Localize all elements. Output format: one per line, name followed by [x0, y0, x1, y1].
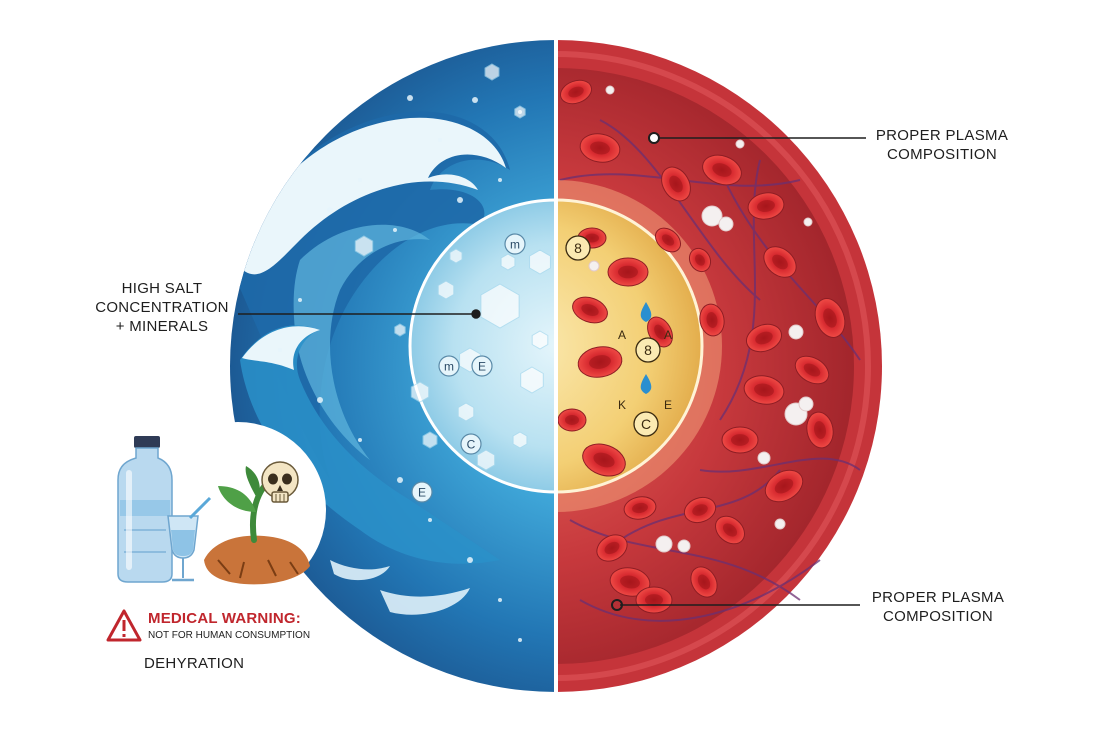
white-blood-cell [758, 452, 770, 464]
sea-bubble [467, 557, 473, 563]
blood-symbol: C [641, 416, 651, 432]
red-blood-cell [636, 587, 672, 613]
sea-bubble [438, 138, 442, 142]
salt-label: HIGH SALT CONCENTRATION + MINERALS [92, 279, 232, 336]
sea-bubble [518, 638, 522, 642]
salt-crystal [438, 281, 454, 299]
sea-bubble [428, 518, 432, 522]
sea-symbol: C [467, 438, 476, 452]
salt-crystal [501, 254, 515, 270]
red-blood-cell-center [618, 266, 638, 279]
red-blood-cell-center [645, 594, 663, 606]
sea-bubble [358, 178, 362, 182]
plasma-label-line: PROPER PLASMA [866, 588, 1010, 607]
plasma-top-dot [649, 133, 659, 143]
white-blood-cell [719, 217, 733, 231]
white-blood-cell [775, 519, 785, 529]
dehydration-label: DEHYRATION [144, 654, 244, 673]
sea-symbol: E [478, 360, 486, 374]
sea-bubble [498, 178, 502, 182]
salt-crystal [458, 403, 474, 421]
white-blood-cell [589, 261, 599, 271]
salt-crystal [485, 64, 499, 80]
water-bottle-icon [118, 436, 172, 582]
sea-bubble [407, 95, 413, 101]
warning-subtitle: NOT FOR HUMAN CONSUMPTION [148, 630, 310, 641]
salt-crystal [477, 450, 494, 470]
salt-crystal [395, 324, 405, 336]
sea-bubble [232, 206, 240, 214]
sea-bubble [498, 598, 502, 602]
plasma-label-line: PROPER PLASMA [872, 126, 1012, 145]
red-blood-cell-center [731, 434, 749, 446]
warning-triangle-icon [106, 609, 142, 643]
sea-bubble [278, 348, 282, 352]
salt-crystal [411, 382, 428, 402]
blood-symbol: A [664, 328, 672, 342]
sea-bubble [397, 477, 403, 483]
sea-bubble [393, 228, 397, 232]
dehydration-inset [118, 422, 326, 598]
white-blood-cell [678, 540, 690, 552]
blood-symbol: K [618, 398, 626, 412]
salt-crystal [450, 249, 462, 263]
plasma-label-line: COMPOSITION [866, 607, 1010, 626]
white-blood-cell [656, 536, 672, 552]
sea-bubble [327, 207, 333, 213]
white-blood-cell [606, 86, 614, 94]
salt-label-line: CONCENTRATION [92, 298, 232, 317]
plasma-label-line: COMPOSITION [872, 145, 1012, 164]
blood-symbol: 8 [644, 342, 652, 358]
sea-symbol: E [418, 486, 426, 500]
red-blood-cell [558, 409, 586, 431]
white-blood-cell [799, 397, 813, 411]
blood-symbol: E [664, 398, 672, 412]
salt-leader-dot [472, 310, 480, 318]
salt-label-line: + MINERALS [92, 317, 232, 336]
white-blood-cell [789, 325, 803, 339]
sea-bubble [358, 438, 362, 442]
salt-crystal [515, 106, 525, 118]
warning-title: MEDICAL WARNING: [148, 610, 301, 627]
salt-crystal [532, 331, 548, 349]
salt-crystal [423, 432, 437, 448]
sea-bubble [457, 197, 463, 203]
sea-symbol: m [510, 238, 520, 252]
sea-symbol: m [444, 360, 454, 374]
salt-crystal [513, 432, 527, 448]
sea-bubble [472, 97, 478, 103]
plasma-label-bottom: PROPER PLASMA COMPOSITION [866, 588, 1010, 626]
sea-bubble [298, 298, 302, 302]
white-blood-cell [804, 218, 812, 226]
sea-bubble [317, 397, 323, 403]
red-blood-cell [722, 427, 758, 453]
salt-label-line: HIGH SALT [92, 279, 232, 298]
blood-symbol: 8 [574, 240, 582, 256]
white-blood-cell [736, 140, 744, 148]
red-blood-cell [608, 258, 648, 286]
blood-symbol: A [618, 328, 626, 342]
plasma-label-top: PROPER PLASMA COMPOSITION [872, 126, 1012, 164]
salt-crystal [355, 236, 372, 256]
red-blood-cell-center [565, 415, 579, 425]
